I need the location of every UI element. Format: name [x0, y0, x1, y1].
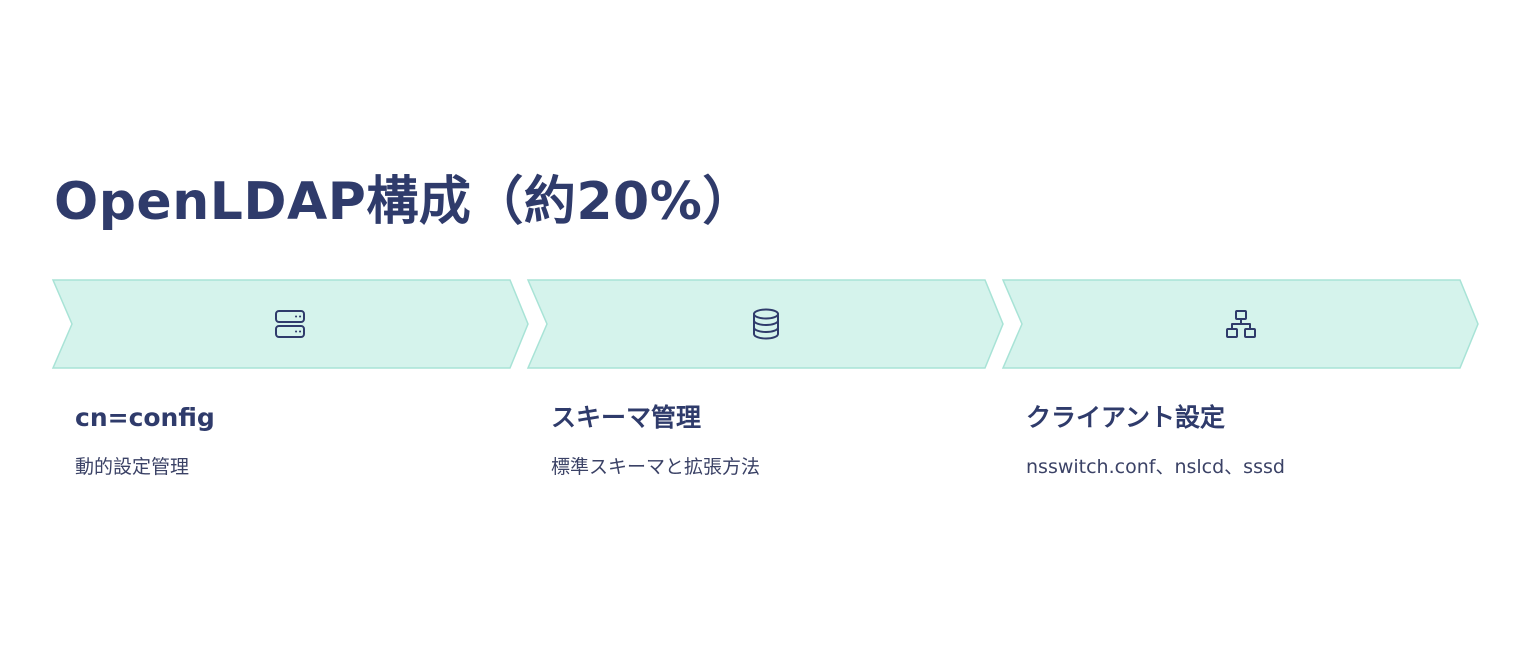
step-1-description: 動的設定管理 [75, 456, 190, 478]
step-3-description: nsswitch.conf、nslcd、sssd [1026, 456, 1285, 478]
page-title: OpenLDAP構成（約20%） [54, 172, 755, 232]
step-3-title: クライアント設定 [1026, 403, 1226, 432]
database-icon [748, 306, 784, 342]
chevron-step-1 [51, 279, 529, 369]
step-2-title: スキーマ管理 [551, 403, 702, 432]
server-icon [272, 306, 308, 342]
step-1-title: cn=config [75, 403, 215, 432]
network-icon [1223, 306, 1259, 342]
step-2-description: 標準スキーマと拡張方法 [551, 456, 761, 478]
